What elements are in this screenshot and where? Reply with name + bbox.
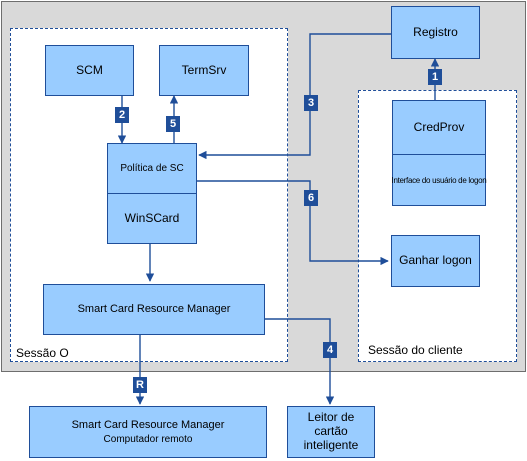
interface-logon-label: Interface do usuário de logon <box>391 175 487 185</box>
step-badge-5: 5 <box>166 116 180 132</box>
client-session-label: Sessão do cliente <box>368 343 463 357</box>
remote-computer-label: Computador remoto <box>103 433 193 445</box>
politica-label: Política de SC <box>108 144 196 194</box>
ganhar-logon-box: Ganhar logon <box>391 235 480 287</box>
step-badge-r: R <box>133 377 147 393</box>
termsrv-box: TermSrv <box>159 45 249 96</box>
scm-box: SCM <box>45 45 134 96</box>
step-badge-4: 4 <box>323 342 337 358</box>
step-badge-3: 3 <box>304 95 318 111</box>
politica-box: Política de SC WinSCard <box>107 143 197 244</box>
step-badge-6: 6 <box>304 190 318 206</box>
step-badge-2: 2 <box>115 107 129 123</box>
arrow-registro-to-politica <box>198 33 391 160</box>
step-badge-1: 1 <box>428 69 442 85</box>
winscard-label: WinSCard <box>124 211 180 226</box>
credprov-box: CredProv Interface do usuário de logon <box>391 100 487 206</box>
session-zero-label: Sessão O <box>16 346 69 360</box>
remote-manager-box: Smart Card Resource Manager Computador r… <box>29 406 267 458</box>
arrow-politica-to-ganhar-logon <box>197 180 389 266</box>
leitor-box: Leitor de cartão inteligente <box>287 406 375 458</box>
arrow-manager-to-leitor <box>265 318 335 405</box>
remote-manager-label: Smart Card Resource Manager <box>71 418 225 431</box>
credprov-label: CredProv <box>393 101 485 155</box>
resource-manager-box: Smart Card Resource Manager <box>43 284 265 335</box>
registro-box: Registro <box>391 6 480 59</box>
